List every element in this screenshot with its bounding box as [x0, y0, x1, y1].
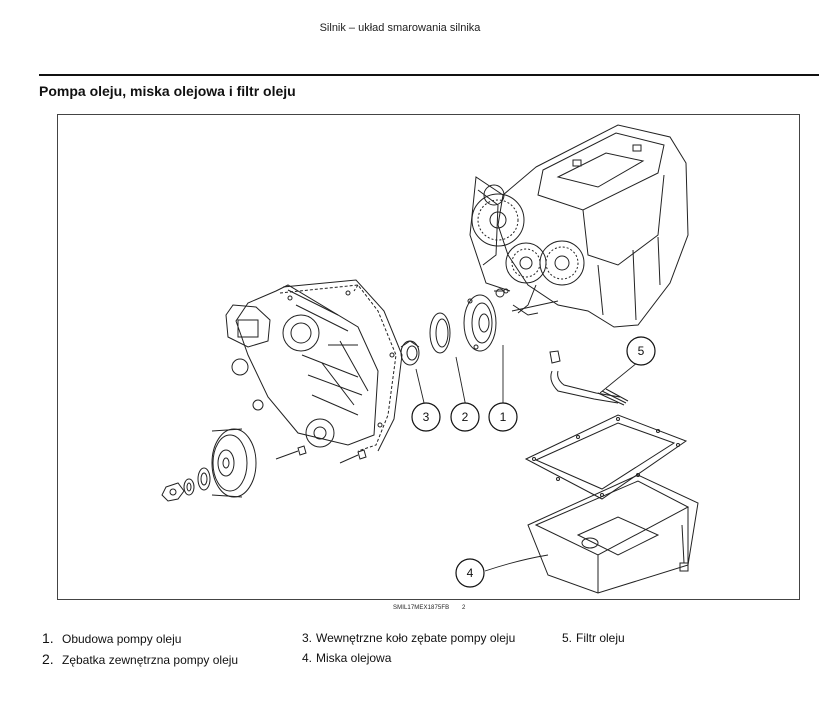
svg-text:3: 3 [423, 410, 430, 424]
callout-5: 5 [626, 336, 656, 366]
header-rule [39, 74, 819, 76]
legend-column-3: 5. Filtr oleju [562, 628, 625, 648]
legend-item-text: Zębatka zewnętrzna pompy oleju [62, 653, 239, 667]
oil-pump-rotors-drawing [400, 288, 509, 366]
legend-column-2: 3. Wewnętrzne koło zębate pompy oleju 4.… [302, 628, 515, 668]
legend-item-text: Miska olejowa [316, 651, 392, 665]
callout-3: 3 [411, 402, 441, 432]
legend-item-text: Filtr oleju [576, 631, 625, 645]
legend-item-text: Obudowa pompy oleju [62, 632, 182, 646]
oil-pan-drawing [524, 414, 699, 594]
front-cover-housing-drawing [225, 279, 403, 464]
svg-text:4: 4 [467, 566, 474, 580]
legend-item: 5. Filtr oleju [562, 628, 625, 648]
crank-pulley-drawing [161, 428, 257, 502]
figure-number: 2 [462, 605, 466, 611]
legend-item: 2. Zębatka zewnętrzna pompy oleju [42, 649, 238, 670]
legend-item-number: 1. [42, 630, 54, 646]
legend-item-text: Wewnętrzne koło zębate pompy oleju [316, 631, 516, 645]
svg-text:2: 2 [462, 410, 469, 424]
svg-text:1: 1 [500, 410, 507, 424]
callout-1: 1 [488, 402, 518, 432]
legend-item-number: 5. [562, 631, 573, 645]
legend-item-number: 3. [302, 631, 313, 645]
section-title: Pompa oleju, miska olejowa i filtr oleju [39, 83, 296, 99]
legend-item: 1. Obudowa pompy oleju [42, 628, 238, 649]
svg-text:5: 5 [638, 344, 645, 358]
exploded-view-illustration: 1 2 3 4 5 [161, 124, 699, 594]
figure-code: SMIL17MEX1875FB [393, 605, 450, 611]
running-header: Silnik – układ smarowania silnika [319, 22, 481, 34]
legend-item-number: 2. [42, 651, 54, 667]
legend-column-1: 1. Obudowa pompy oleju 2. Zębatka zewnęt… [42, 628, 238, 670]
callout-4: 4 [455, 558, 485, 588]
legend-item: 3. Wewnętrzne koło zębate pompy oleju [302, 628, 515, 648]
callout-2: 2 [450, 402, 480, 432]
engine-block-drawing [469, 124, 689, 328]
oil-filter-drawing [549, 350, 629, 406]
legend-item-number: 4. [302, 651, 313, 665]
exploded-view-figure: 1 2 3 4 5 [57, 114, 800, 600]
legend-item: 4. Miska olejowa [302, 648, 515, 668]
